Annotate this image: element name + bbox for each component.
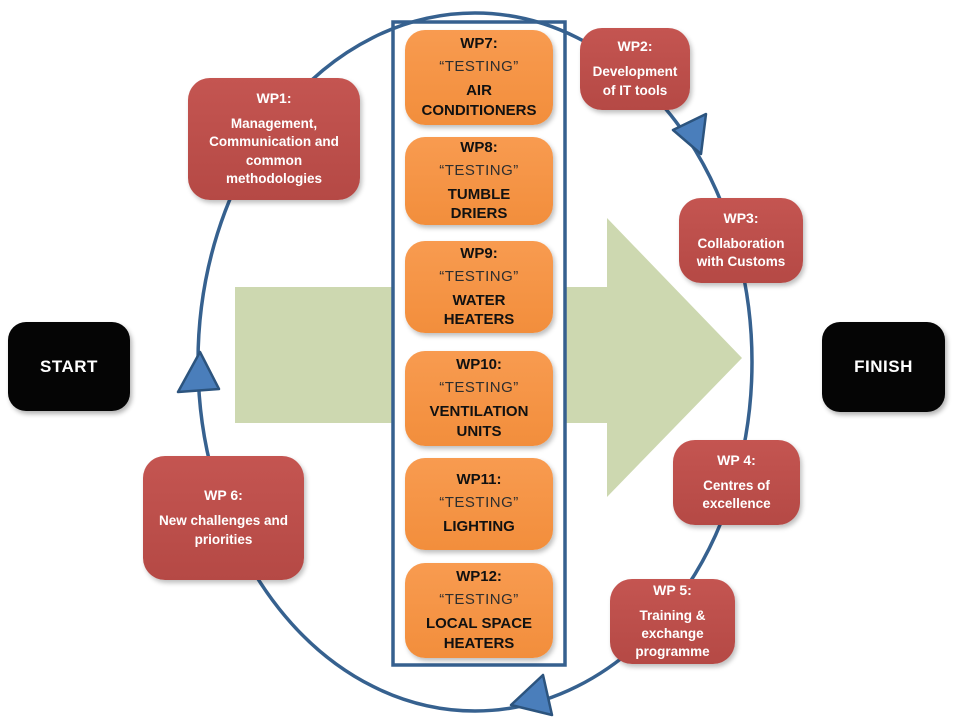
- wp4-body: Centres of excellence: [702, 477, 771, 511]
- wp11-title: WP11:: [456, 471, 502, 489]
- finish-node: FINISH: [822, 322, 945, 412]
- wp11-box: WP11: “TESTING” LIGHTING: [405, 458, 553, 550]
- wp9-title: WP9:: [460, 244, 498, 262]
- wp5-title: WP 5:: [653, 581, 692, 598]
- wp12-title: WP12:: [456, 568, 502, 585]
- cycle-arrowhead-bottom-icon: [509, 673, 554, 717]
- wp2-body: Development of IT tools: [592, 64, 678, 98]
- wp3-body: Collaboration with Customs: [696, 235, 786, 269]
- wp7-testing-label: “TESTING”: [439, 58, 519, 75]
- finish-label: FINISH: [854, 357, 913, 376]
- wp8-testing-label: “TESTING”: [439, 161, 519, 179]
- wp10-testing-label: “TESTING”: [439, 379, 519, 396]
- wp6-title: WP 6:: [204, 487, 243, 504]
- wp7-box: WP7: “TESTING” AIR CONDITIONERS: [405, 30, 553, 125]
- cycle-arrowhead-left-icon: [176, 350, 221, 394]
- start-node: START: [8, 322, 130, 411]
- wp3-box: WP3: Collaboration with Customs: [679, 198, 803, 283]
- wp12-body: LOCAL SPACE HEATERS: [425, 615, 533, 652]
- wp2-title: WP2:: [617, 38, 653, 55]
- wp5-box: WP 5: Training & exchange programme: [610, 579, 735, 664]
- wp1-title: WP1:: [256, 90, 292, 107]
- wp12-box: WP12: “TESTING” LOCAL SPACE HEATERS: [405, 563, 553, 658]
- wp1-box: WP1: Management, Communication and commo…: [188, 78, 360, 200]
- wp1-body: Management, Communication and common met…: [209, 116, 339, 186]
- wp10-title: WP10:: [456, 356, 502, 373]
- testing-column-frame: [391, 20, 567, 667]
- wp11-testing-label: “TESTING”: [439, 494, 519, 512]
- wp9-testing-label: “TESTING”: [439, 267, 519, 285]
- wp6-body: New challenges and priorities: [158, 513, 289, 547]
- wp12-testing-label: “TESTING”: [439, 591, 519, 608]
- wp7-body: AIR CONDITIONERS: [421, 82, 537, 119]
- wp3-title: WP3:: [723, 209, 759, 226]
- wp9-box: WP9: “TESTING” WATER HEATERS: [405, 241, 553, 333]
- wp10-body: VENTILATION UNITS: [429, 403, 529, 440]
- wp8-title: WP8:: [460, 138, 498, 156]
- wp8-body: TUMBLE DRIERS: [447, 185, 511, 223]
- wp8-box: WP8: “TESTING” TUMBLE DRIERS: [405, 137, 553, 225]
- wp4-title: WP 4:: [717, 451, 756, 468]
- wp2-box: WP2: Development of IT tools: [580, 28, 690, 110]
- cycle-arrowhead-top-right-icon: [671, 112, 708, 156]
- wp4-box: WP 4: Centres of excellence: [673, 440, 800, 525]
- wp10-box: WP10: “TESTING” VENTILATION UNITS: [405, 351, 553, 446]
- wp9-body: WATER HEATERS: [443, 291, 515, 329]
- wp11-body: LIGHTING: [443, 518, 515, 536]
- wp5-body: Training & exchange programme: [635, 607, 710, 660]
- start-label: START: [40, 356, 98, 376]
- wp7-title: WP7:: [460, 35, 498, 52]
- wp6-box: WP 6: New challenges and priorities: [143, 456, 304, 580]
